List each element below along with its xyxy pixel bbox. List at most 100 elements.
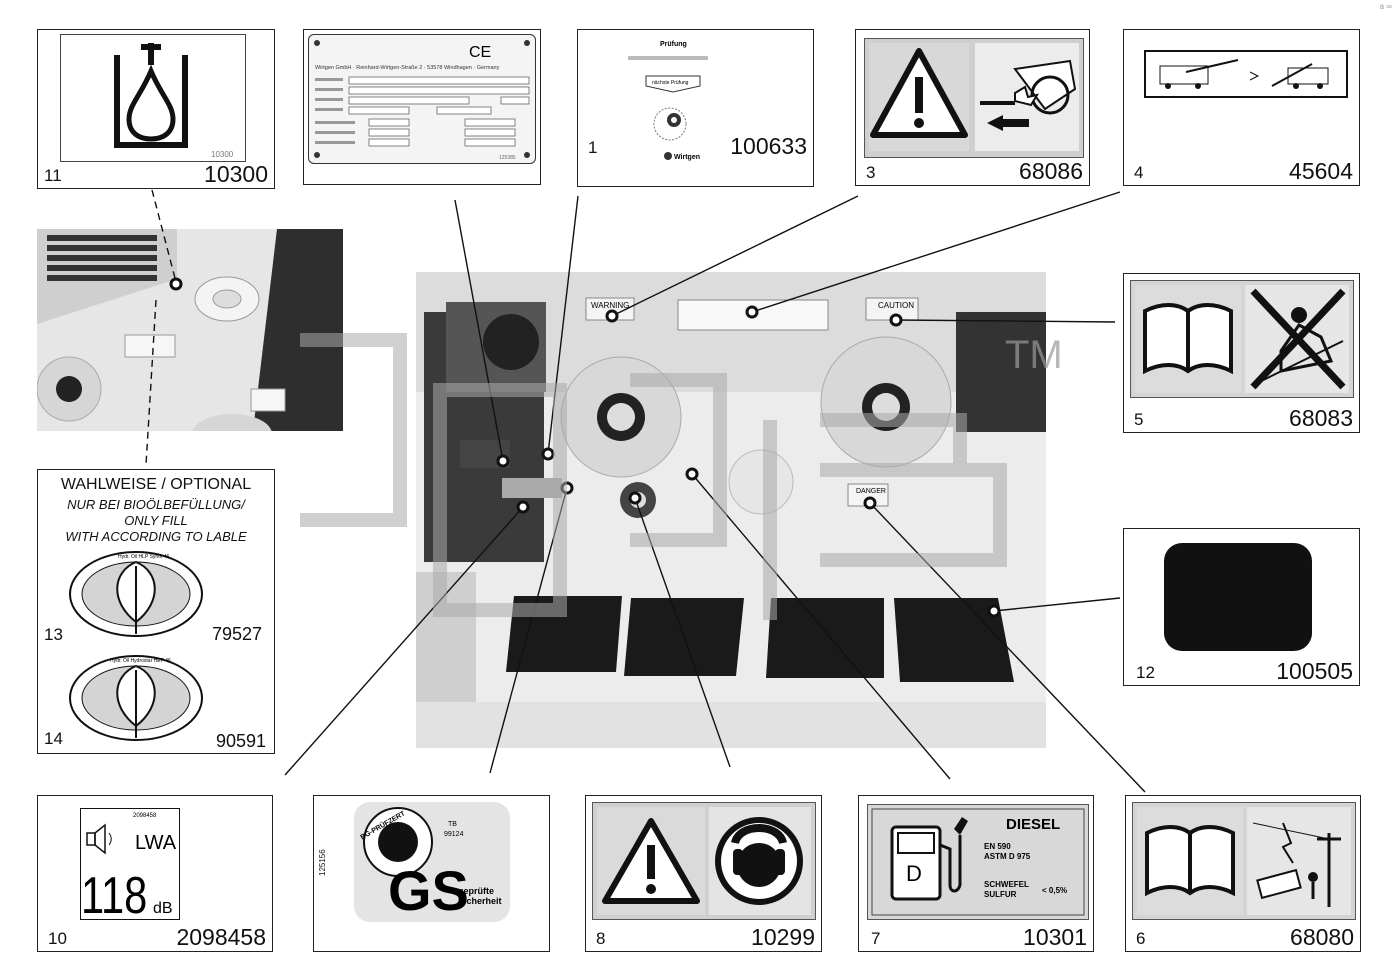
- gs-letters: GS: [388, 859, 469, 922]
- label-6-box: 6 68080: [1125, 795, 1361, 952]
- watermark-tm: TM: [1005, 333, 1063, 377]
- label-1-box: Prüfung nächste Prüfung Wirtgen 1 100633: [577, 29, 814, 187]
- part-number: 10300: [204, 161, 268, 187]
- callout-dot: [987, 604, 1001, 618]
- noise-top-code: 2098458: [133, 813, 157, 819]
- diesel-spec-1: EN 590: [984, 842, 1011, 851]
- gs-tb: TB: [448, 821, 457, 828]
- corner-mark: a ∞: [1379, 2, 1392, 11]
- diesel-title: DIESEL: [1006, 816, 1060, 833]
- gs-code: 99124: [444, 831, 464, 838]
- part-number: 10299: [751, 924, 815, 950]
- ce-mark: CE: [469, 44, 491, 61]
- diesel-spec-2: ASTM D 975: [984, 852, 1031, 861]
- label-number: 6: [1136, 929, 1146, 948]
- diesel-sulfur-en: SULFUR: [984, 890, 1017, 899]
- photo-caution-sign: CAUTION: [878, 301, 914, 310]
- label-number: 3: [866, 163, 876, 182]
- part-number: 100633: [730, 133, 807, 159]
- fuel-pump-icon: D: [890, 817, 968, 901]
- part-number: 68080: [1290, 924, 1354, 950]
- manual-power-line-label: [1132, 802, 1356, 920]
- label-number: 1: [588, 138, 598, 157]
- plate-ref: 125385: [499, 155, 516, 161]
- type-plate: CE Wirtgen GmbH · Reinhard-Wirtgen-Straß…: [308, 34, 536, 164]
- label-7-box: D DIESEL EN 590 ASTM D 975 SCHWEFEL SULF…: [858, 795, 1094, 952]
- photo-warning-sign: WARNING: [591, 301, 629, 310]
- item-13-number: 13: [44, 625, 63, 644]
- gs-label-box: BG-PRÜFZERT TB 99124 GS geprüfte Sicherh…: [313, 795, 550, 952]
- callout-dot: [628, 491, 642, 505]
- label-5-box: 5 68083: [1123, 273, 1360, 433]
- part-number: 45604: [1289, 158, 1353, 184]
- db-unit: dB: [153, 900, 173, 917]
- manual-no-riding-label: [1130, 280, 1354, 398]
- item-14-part: 90591: [215, 731, 266, 751]
- label-number: 8: [596, 929, 606, 948]
- label-number: 12: [1136, 663, 1155, 682]
- label-number: 5: [1134, 410, 1144, 429]
- inspection-next: nächste Prüfung: [652, 80, 689, 86]
- label-4-box: 4 45604: [1123, 29, 1360, 186]
- biooil-14-text: Hydr. Oil Hydrostar HEP 46: [110, 658, 171, 664]
- warning-rotor-label: [864, 38, 1084, 158]
- callout-dot: [541, 447, 555, 461]
- oil-drop-icon: 10300: [60, 34, 246, 162]
- optional-line-2: ONLY FILL: [124, 513, 188, 528]
- label-11-box: 10300 11 10300: [37, 29, 275, 189]
- pump-letter: D: [906, 861, 922, 886]
- gs-text-1: geprüfte: [458, 886, 494, 896]
- label-12-box: 12 100505: [1123, 528, 1360, 686]
- callout-dot: [685, 467, 699, 481]
- biooil-13-text: Hydr. Oil HLP Synth 46: [118, 554, 170, 560]
- label-10-box: 2098458 LWA 118 dB 10 2098458: [37, 795, 273, 952]
- inspection-label: Prüfung nächste Prüfung Wirtgen: [618, 36, 718, 168]
- diesel-sulfur-value: < 0,5%: [1042, 886, 1067, 895]
- part-number: 10301: [1023, 924, 1087, 950]
- label-8-box: 8 10299: [585, 795, 822, 952]
- label-small-code: 10300: [211, 150, 234, 159]
- label-number: 10: [48, 929, 67, 948]
- biooil-label-13: Hydr. Oil HLP Synth 46: [66, 548, 206, 640]
- callout-dot: [516, 500, 530, 514]
- lwa-label: LWA: [135, 832, 177, 854]
- callout-dot: [496, 454, 510, 468]
- gs-certification-label: BG-PRÜFZERT TB 99124 GS geprüfte Sicherh…: [354, 802, 510, 922]
- part-number: 68086: [1019, 158, 1083, 184]
- type-plate-box: CE Wirtgen GmbH · Reinhard-Wirtgen-Straß…: [303, 29, 541, 185]
- transport-label: [1144, 50, 1348, 98]
- ear-protection-label: [592, 802, 816, 920]
- plate-company: Wirtgen GmbH · Reinhard-Wirtgen-Straße 2…: [315, 65, 500, 71]
- biooil-label-14: Hydr. Oil Hydrostar HEP 46: [66, 652, 206, 744]
- part-number: 68083: [1289, 405, 1353, 431]
- label-number: 11: [44, 166, 62, 185]
- label-number: 4: [1134, 163, 1144, 182]
- loudspeaker-icon: [86, 823, 112, 855]
- photo-danger-sign: DANGER: [856, 488, 886, 495]
- label-number: 7: [871, 929, 881, 948]
- gs-text-2: Sicherheit: [458, 896, 502, 906]
- callout-dot: [169, 277, 183, 291]
- diesel-sulfur-de: SCHWEFEL: [984, 880, 1029, 889]
- optional-title: WAHLWEISE / OPTIONAL: [60, 476, 252, 493]
- inset-photo: [37, 229, 343, 431]
- control-panel-photo: WARNING CAUTION DANGER: [416, 272, 1046, 748]
- optional-biooil-box: WAHLWEISE / OPTIONAL NUR BEI BIOÖLBEFÜLL…: [37, 469, 275, 754]
- part-number: 100505: [1276, 658, 1353, 684]
- db-value: 118: [81, 866, 147, 919]
- callout-dot: [889, 313, 903, 327]
- noise-level-label: 2098458 LWA 118 dB: [80, 808, 180, 920]
- item-14-number: 14: [44, 729, 63, 748]
- inspection-title: Prüfung: [660, 41, 687, 48]
- callout-dot: [605, 309, 619, 323]
- callout-dot: [863, 496, 877, 510]
- diesel-label: D DIESEL EN 590 ASTM D 975 SCHWEFEL SULF…: [867, 804, 1089, 920]
- item-13-part: 79527: [211, 624, 262, 644]
- gs-side-code: 125156: [318, 849, 327, 876]
- part-number: 2098458: [176, 924, 266, 950]
- label-3-box: 3 68086: [855, 29, 1090, 186]
- optional-line-1: NUR BEI BIOÖLBEFÜLLUNG/: [67, 497, 245, 512]
- wirtgen-brand: Wirtgen: [674, 154, 700, 161]
- callout-dot: [745, 305, 759, 319]
